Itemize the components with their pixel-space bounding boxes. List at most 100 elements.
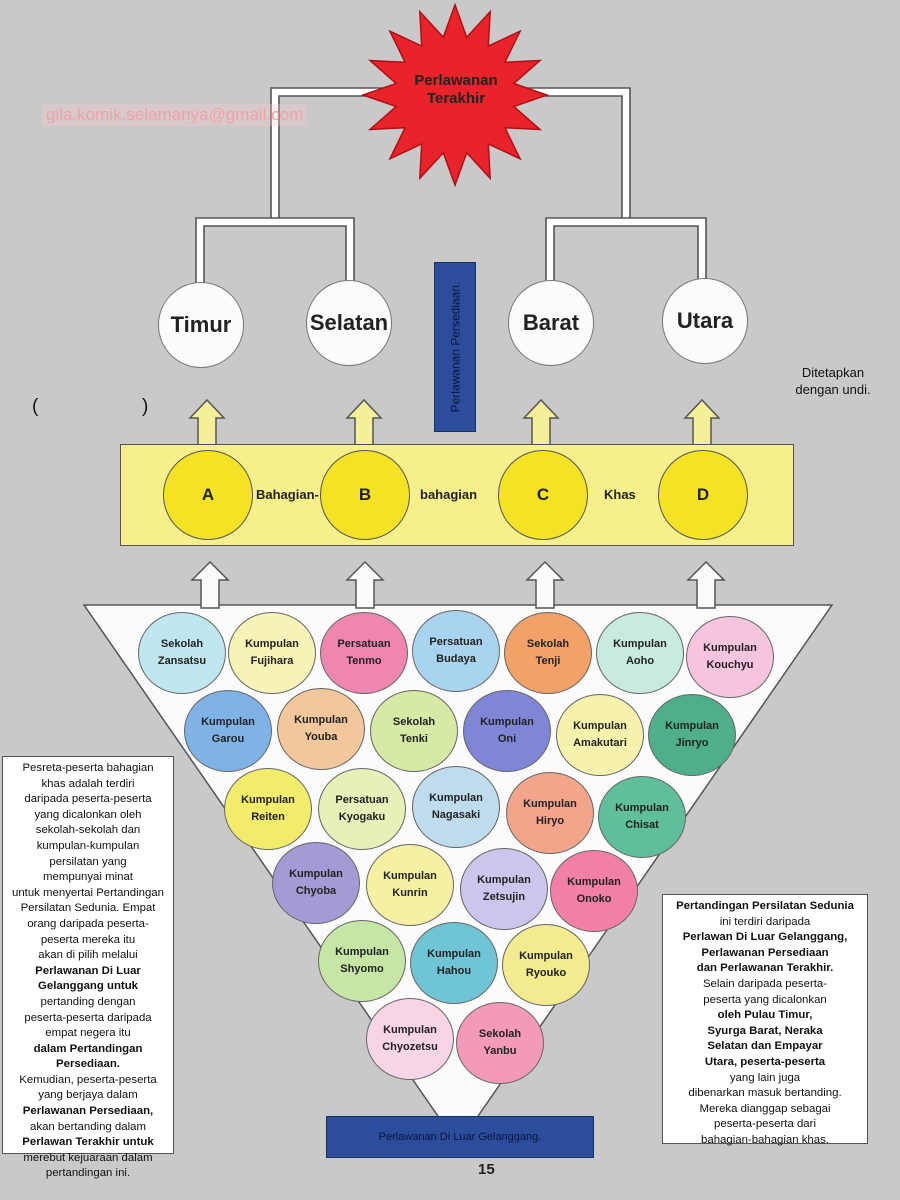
final-label: Perlawanan Terakhir — [376, 72, 536, 108]
info-line: peserta mereka itu — [40, 933, 136, 946]
arrow-up-c — [525, 560, 565, 609]
team-type: Sekolah — [526, 638, 570, 650]
info-line: Perlawanan Persediaan — [701, 946, 829, 959]
info-line: Mereka dianggap sebagai — [699, 1102, 831, 1115]
info-line: Selatan dan Empayar — [707, 1040, 823, 1053]
team-name: Hiryo — [535, 815, 565, 827]
region-barat: Barat — [508, 280, 594, 366]
team-name: Youba — [304, 731, 338, 743]
outside-arena-bar: Perlawanan Di Luar Gelanggang. — [326, 1116, 594, 1158]
arrows-up-to-band — [190, 560, 726, 609]
group-c: C — [498, 450, 588, 540]
info-line: yang lain juga — [729, 1071, 801, 1084]
info-line: pertandingan ini. — [45, 1167, 131, 1180]
info-line: dibenarkan masuk bertanding. — [688, 1087, 842, 1100]
arrows-up-to-regions — [188, 398, 721, 447]
info-line: mempunyai minat — [43, 871, 133, 884]
team-name: Fujihara — [250, 655, 294, 667]
team-name: Garou — [211, 733, 245, 745]
team-type: Persatuan — [335, 794, 389, 806]
info-line: orang daripada peserta- — [27, 917, 149, 930]
info-line: Perlawanan Persediaan, — [22, 1105, 154, 1118]
team-type: Sekolah — [478, 1028, 522, 1040]
team-name: Budaya — [436, 653, 476, 665]
draw-note-line1: Ditetapkan — [801, 365, 865, 380]
team-type: Kumpulan — [519, 950, 573, 962]
group-b: B — [320, 450, 410, 540]
info-line: daripada peserta-peserta — [24, 793, 152, 806]
team-type: Kumpulan — [245, 638, 299, 650]
info-line: ini terdiri daripada — [719, 915, 811, 928]
team-type: Kumpulan — [703, 642, 757, 654]
team-type: Sekolah — [160, 638, 204, 650]
team-name: Chyozetsu — [382, 1041, 438, 1053]
team-name: Amakutari — [573, 737, 627, 749]
band-word-3: Khas — [604, 487, 636, 502]
team-type: Kumpulan — [665, 720, 719, 732]
team-type: Kumpulan — [477, 874, 531, 886]
team-name: Kunrin — [392, 887, 428, 899]
team-type: Sekolah — [392, 716, 436, 728]
arrow-b-to-selatan — [345, 398, 383, 447]
arrow-up-a — [190, 560, 230, 609]
participants-triangle — [82, 604, 834, 1147]
info-line: empat negera itu — [45, 1027, 131, 1040]
team-type: Kumpulan — [201, 716, 255, 728]
team-name: Tenji — [535, 655, 561, 667]
draw-note-line2: dengan undi. — [795, 382, 871, 397]
final-label-line2: Terakhir — [426, 90, 486, 107]
info-line: dalam Pertandingan Persediaan. — [33, 1042, 143, 1071]
info-line: sekolah-sekolah dan — [35, 824, 141, 837]
info-line: kumpulan-kumpulan — [36, 839, 140, 852]
team-type: Kumpulan — [480, 716, 534, 728]
team-name: Tenki — [400, 733, 428, 745]
info-line: akan di pilih melalui — [38, 949, 138, 962]
team-name: Oni — [497, 733, 517, 745]
team-type: Kumpulan — [383, 870, 437, 882]
close-parenthesis: ) — [142, 396, 149, 417]
info-line: yang berjaya dalam — [38, 1089, 138, 1102]
info-line: Selain daripada peserta- — [702, 977, 828, 990]
team-type: Persatuan — [337, 638, 391, 650]
open-parenthesis: ( — [32, 396, 39, 417]
team-type: Kumpulan — [429, 792, 483, 804]
info-line: yang dicalonkan oleh — [34, 808, 142, 821]
info-line: persilatan yang — [49, 855, 127, 868]
info-line: Perlawan Di Luar Gelanggang, — [682, 931, 848, 944]
team-name: Aoho — [625, 655, 655, 667]
team-name: Shyomo — [340, 963, 384, 975]
bracket-lines — [195, 87, 707, 284]
team-name: Nagasaki — [431, 809, 481, 821]
info-line: peserta-peserta daripada — [24, 1011, 152, 1024]
info-line: peserta-peserta dari — [714, 1118, 816, 1131]
region-timur: Timur — [158, 282, 244, 368]
team-name: Hahou — [436, 965, 472, 977]
preliminary-match-label: Perlawanan Persediaan. — [448, 281, 463, 413]
team-name: Ryouko — [525, 967, 567, 979]
info-line: oleh Pulau Timur, — [717, 1009, 813, 1022]
arrow-a-to-timur — [188, 398, 226, 447]
team-type: Kumpulan — [427, 948, 481, 960]
team-name: Onoko — [576, 893, 612, 905]
info-line: Utara, peserta-peserta — [704, 1055, 826, 1068]
team-type: Kumpulan — [383, 1024, 437, 1036]
info-line: Syurga Barat, Neraka — [707, 1024, 823, 1037]
